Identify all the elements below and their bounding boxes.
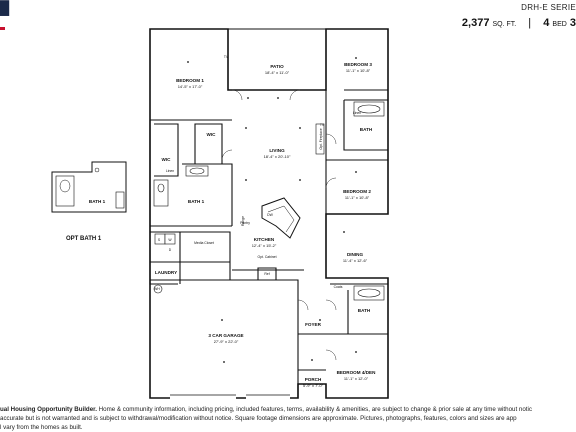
bath1-label: BATH 1 bbox=[188, 199, 205, 204]
fireplace bbox=[315, 123, 325, 155]
dw-label: DW bbox=[267, 213, 273, 217]
opt-bath1-room-label: BATH 1 bbox=[89, 199, 106, 204]
bath-fixtures bbox=[153, 101, 385, 301]
living-name: LIVING bbox=[269, 148, 285, 153]
bedroom1-name: BEDROOM 1 bbox=[176, 78, 204, 83]
baths-value: 3 bbox=[569, 17, 576, 29]
stats-separator: | bbox=[528, 17, 532, 29]
linen-left-label: Linen bbox=[166, 169, 174, 173]
range-label: Range bbox=[241, 216, 245, 226]
kitchen-name: KITCHEN bbox=[254, 237, 275, 242]
kitchen-dim: 12'-4" x 15'-2" bbox=[252, 243, 277, 248]
washer-label: W bbox=[168, 238, 172, 242]
bath-lower-label: BATH bbox=[358, 308, 371, 313]
opt-fireplace-label: Opt. Fireplace bbox=[319, 128, 323, 149]
dining-dim: 11'-4" x 12'-6" bbox=[343, 258, 368, 263]
garage-name: 3 CAR GARAGE bbox=[208, 333, 243, 338]
bedroom3-dim: 11'-1" x 10'-8" bbox=[346, 68, 371, 73]
ceiling-fixtures bbox=[187, 57, 357, 363]
laundry-label: LAUNDRY bbox=[155, 270, 177, 275]
living-dim: 18'-4" x 20'-10" bbox=[264, 154, 291, 159]
series-label: DRH-E SERIE bbox=[521, 3, 576, 12]
bedroom2-name: BEDROOM 2 bbox=[343, 189, 371, 194]
ref-label: Ref bbox=[264, 272, 269, 276]
home-stats: 2,377 SQ. FT. | 4 BED 3 bbox=[462, 17, 576, 29]
kitchen-island bbox=[261, 197, 301, 239]
logo-accent-mark bbox=[0, 27, 5, 30]
dining-name: DINING bbox=[347, 252, 364, 257]
wic-right-label: WIC bbox=[207, 132, 217, 137]
sqft-value: 2,377 bbox=[461, 17, 490, 29]
disclaimer-line-3: l vary from the homes as built. bbox=[0, 424, 83, 431]
foyer-label: FOYER bbox=[305, 322, 322, 327]
disclaimer-line-2: accurate but is not warranted and is sub… bbox=[0, 415, 517, 422]
patio-name: PATIO bbox=[270, 64, 284, 69]
opt-cabinet-label: Opt. Cabinet bbox=[257, 255, 276, 259]
porch-dim: 5'-9" x 7'-0" bbox=[303, 383, 324, 388]
disclaimer-bold: ual Housing Opportunity Builder. bbox=[0, 406, 97, 413]
bath-upper-label: BATH bbox=[360, 127, 373, 132]
wh-label: WH bbox=[154, 287, 160, 291]
garage-dim: 27'-9" x 22'-0" bbox=[214, 339, 239, 344]
builder-logo: █ bbox=[0, 0, 10, 15]
bedroom3-name: BEDROOM 3 bbox=[344, 62, 372, 67]
bedroom2-dim: 11'-1" x 10'-8" bbox=[345, 195, 370, 200]
dryer-label: D bbox=[169, 248, 172, 252]
shelf-s-label: S bbox=[158, 238, 161, 242]
room-labels: BEDROOM 1 14'-5" x 17'-0" PATIO 18'-4" x… bbox=[89, 55, 376, 388]
bedroom4-name: BEDROOM 4/DEN bbox=[337, 370, 376, 375]
linen-right-label: Linen bbox=[353, 111, 361, 115]
wic-left-label: WIC bbox=[162, 157, 172, 162]
tv-label: TV bbox=[224, 55, 229, 59]
coats-label: Coats bbox=[334, 285, 343, 289]
media-closet-label: Media Closet bbox=[194, 241, 214, 245]
bedroom1-dim: 14'-5" x 17'-0" bbox=[178, 84, 203, 89]
door-swings bbox=[221, 89, 337, 361]
bedroom4-dim: 11'-1" x 12'-0" bbox=[344, 376, 369, 381]
opt-bath-1 bbox=[51, 161, 127, 213]
interior-walls bbox=[149, 28, 388, 400]
sqft-unit: SQ. FT. bbox=[492, 21, 517, 28]
patio-dim: 18'-4" x 11'-0" bbox=[265, 70, 290, 75]
disclaimer-line-1: ual Housing Opportunity Builder. Home & … bbox=[0, 405, 576, 414]
opt-bath1-caption: OPT BATH 1 bbox=[66, 236, 102, 242]
legal-disclaimer: ual Housing Opportunity Builder. Home & … bbox=[0, 405, 576, 432]
tv-right-label: TV bbox=[320, 123, 325, 127]
pantry-label: Pantry bbox=[240, 221, 250, 225]
beds-unit: BED bbox=[552, 21, 567, 28]
porch-name: PORCH bbox=[305, 377, 322, 382]
beds-value: 4 bbox=[543, 17, 550, 29]
disclaimer-line-1-text: Home & community information, including … bbox=[96, 406, 532, 413]
